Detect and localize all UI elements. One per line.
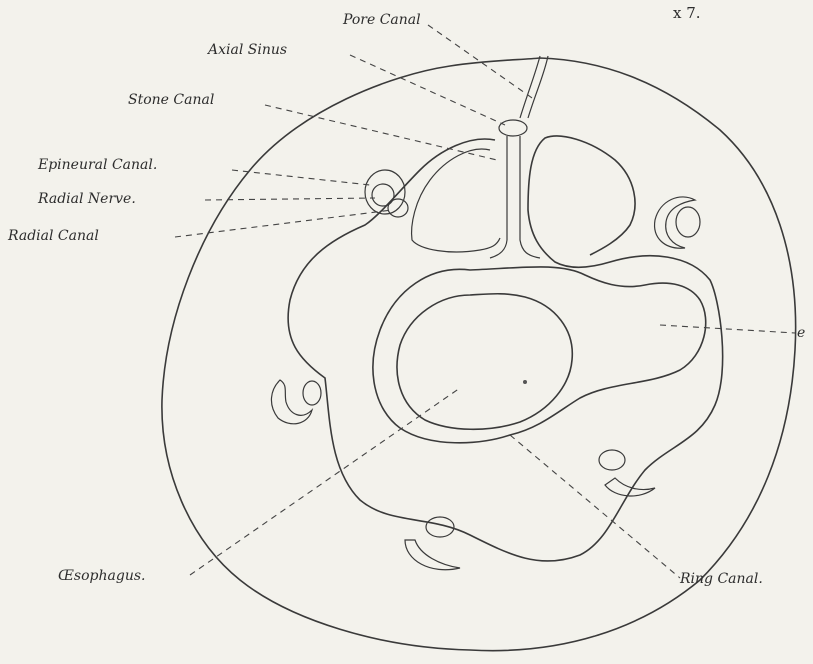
radial-canal-label: Radial Canal bbox=[7, 228, 99, 244]
ring-canal-outer bbox=[373, 267, 706, 443]
scale-label: x 7. bbox=[673, 4, 701, 22]
stone-canal-leader bbox=[265, 105, 497, 160]
madreporic-ampulla bbox=[499, 120, 527, 136]
epineural-canal-label: Epineural Canal. bbox=[37, 157, 157, 173]
e-leader bbox=[660, 325, 795, 333]
pore-canal-wall-right bbox=[528, 56, 548, 118]
pore-canal-label: Pore Canal bbox=[342, 12, 421, 28]
radial-nerve-label: Radial Nerve. bbox=[37, 191, 136, 207]
radial-nerve-leader bbox=[205, 198, 375, 200]
center-dot bbox=[523, 380, 527, 384]
radial-organ-bottom-left bbox=[405, 517, 460, 570]
axial-sinus-leader bbox=[350, 55, 505, 125]
ring-canal-leader bbox=[510, 435, 680, 578]
radial-organ-right bbox=[655, 197, 700, 248]
oesophagus-leader bbox=[190, 388, 460, 575]
radial-organ-bottom-right bbox=[599, 450, 655, 496]
pore-canal-wall-left bbox=[520, 56, 540, 118]
oesophagus-label: Œsophagus. bbox=[58, 568, 145, 584]
coelom-outline bbox=[288, 136, 723, 561]
axial-sinus-label: Axial Sinus bbox=[206, 42, 287, 58]
stone-canal-right bbox=[520, 136, 540, 258]
stone-canal-label: Stone Canal bbox=[128, 92, 214, 108]
radial-organ-left bbox=[271, 380, 321, 424]
oesophagus-wall bbox=[397, 294, 572, 430]
ring-canal-label: Ring Canal. bbox=[679, 571, 763, 587]
epineural-canal-leader bbox=[232, 170, 370, 185]
outer-body-wall bbox=[162, 58, 796, 651]
e-label: e bbox=[797, 325, 805, 341]
